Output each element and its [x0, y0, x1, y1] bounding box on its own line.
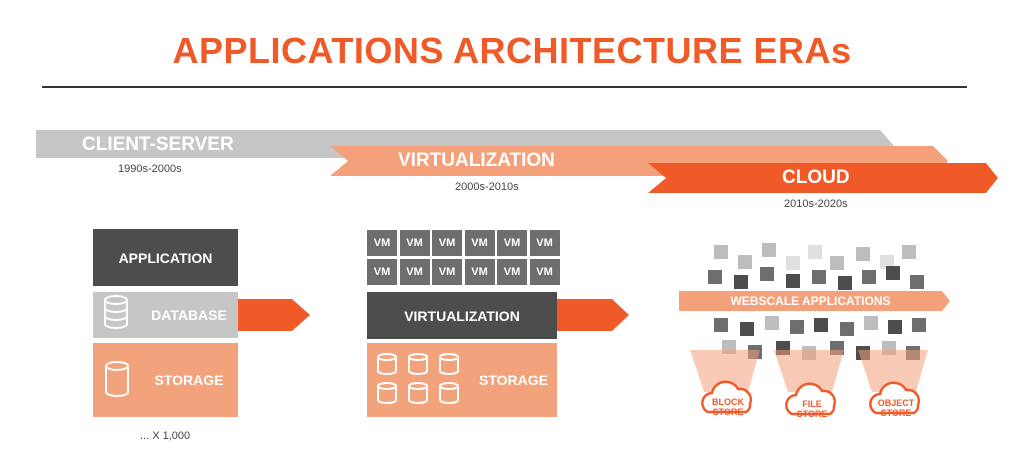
file-store-line1: FILE [802, 399, 822, 409]
vm-tile: VM [432, 259, 462, 285]
vm-tile: VM [399, 230, 430, 256]
vm-tile: VM [367, 230, 397, 256]
vm-tile: VM [529, 259, 560, 285]
vm-tile: VM [367, 259, 397, 285]
page-title: APPLICATIONS ARCHITECTURE ERAs [172, 30, 852, 71]
file-store-line2: STORE [796, 409, 828, 419]
virtualization-arrow [557, 299, 629, 331]
storage-cylinders-icon [377, 353, 459, 404]
era-date-client-server: 1990s-2000s [118, 163, 182, 175]
storage-label-cs: STORAGE [154, 372, 224, 388]
cloud-band [648, 163, 998, 193]
file-store-label: FILE STORE [788, 399, 836, 419]
vm-tile: VM [464, 259, 495, 285]
webscale-banner [679, 291, 950, 311]
application-box [93, 229, 238, 286]
vm-tile: VM [432, 230, 462, 256]
webscale-label: WEBSCALE APPLICATIONS [730, 294, 891, 308]
era-label-cloud: CLOUD [782, 167, 850, 188]
cloud-beams [690, 350, 928, 392]
storage-box-virt [367, 343, 557, 417]
vm-tile: VM [497, 259, 527, 285]
client-server-arrow [238, 299, 310, 331]
application-label: APPLICATION [118, 249, 213, 266]
object-store-label: OBJECT STORE [872, 398, 920, 418]
storage-cylinder-icon [105, 361, 129, 397]
database-stack-icon [104, 295, 128, 329]
vm-tile: VM [497, 230, 527, 256]
app-squares-top [708, 243, 924, 290]
title-divider [42, 86, 967, 88]
database-box [93, 292, 238, 338]
scale-note: ... X 1,000 [140, 430, 191, 442]
vm-tile: VM [399, 259, 430, 285]
vm-tile: VM [529, 230, 560, 256]
block-store-line1: BLOCK [712, 397, 744, 407]
object-store-line1: OBJECT [877, 398, 915, 408]
object-store-line2: STORE [880, 408, 912, 418]
cloud-icon [701, 380, 921, 416]
database-label: DATABASE [151, 307, 227, 323]
virtualization-layer-box [367, 292, 557, 339]
era-date-cloud: 2010s-2020s [784, 198, 848, 210]
block-store-line2: STORE [712, 407, 744, 417]
vm-tile: VM [464, 230, 495, 256]
era-date-virtualization: 2000s-2010s [455, 181, 519, 193]
era-label-client-server: CLIENT-SERVER [82, 134, 234, 155]
storage-label-virt: STORAGE [479, 372, 548, 388]
storage-box-cs [93, 343, 238, 417]
virtualization-layer-label: VIRTUALIZATION [404, 307, 520, 324]
era-label-virtualization: VIRTUALIZATION [398, 150, 555, 171]
block-store-label: BLOCK STORE [704, 397, 752, 417]
